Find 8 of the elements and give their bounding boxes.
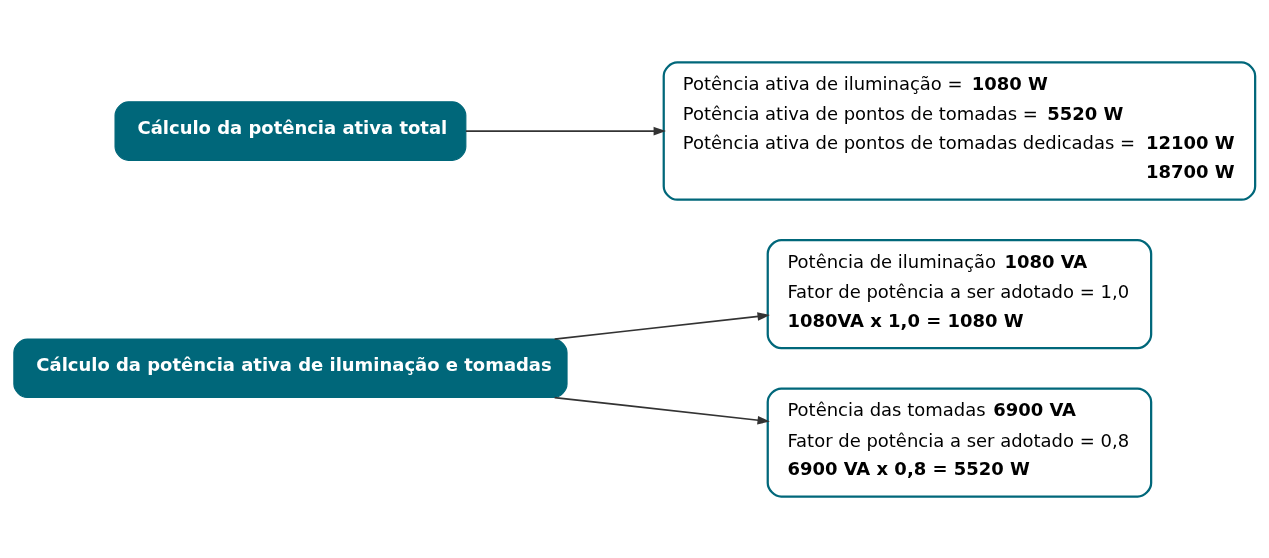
node-box: Potência das tomadas 6900 VA Fator de potência a ser adotado = 0,8 6900 VA x 0,8 = 5520 W — [766, 386, 1153, 498]
node-box: Potência ativa de iluminação = 1080 W Potência ativa de pontos de tomadas = 5520 W Potência ativa de pontos de tomadas dedicadas = 12100 W 18700 W — [662, 60, 1257, 201]
node-box: Cálculo da potência ativa de iluminação e tomadas — [13, 338, 568, 398]
node-box: Cálculo da potência ativa total — [114, 100, 467, 161]
node-box: Potência de iluminação 1080 VA Fator de potência a ser adotado = 1,0 1080VA x 1,0 = 1080 W — [766, 238, 1153, 349]
arrow — [553, 396, 770, 424]
arrow — [465, 126, 666, 135]
arrow — [553, 311, 770, 340]
